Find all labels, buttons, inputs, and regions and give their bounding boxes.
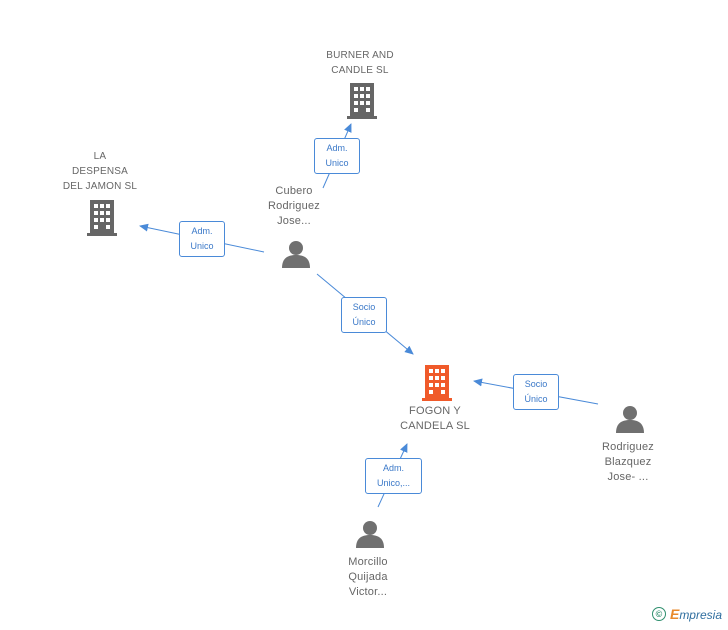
relation-label-cubero-despensa[interactable]: Adm. Unico [179,221,225,257]
relation-line: Unico [190,241,214,251]
relation-label-rodriguez-fogon[interactable]: Socio Único [513,374,559,410]
label-line: DESPENSA [71,166,129,177]
label-line: CANDLE SL [331,65,389,76]
building-icon[interactable] [87,200,117,236]
person-label-morcillo[interactable]: Morcillo Quijada Victor... [348,555,388,600]
relation-line: Adm. [191,226,213,236]
company-label-fogon[interactable]: FOGON Y CANDELA SL [400,404,470,434]
company-label-burner[interactable]: BURNER AND CANDLE SL [326,48,394,78]
relation-line: Socio [524,379,548,389]
relation-line: Único [524,394,548,404]
relation-line: Unico,... [376,478,410,488]
label-line: CANDELA SL [400,420,470,432]
relation-label-cubero-fogon[interactable]: Socio Único [341,297,387,333]
company-label-despensa[interactable]: LA DESPENSA DEL JAMON SL [63,149,137,194]
brand-name: Empresia [670,606,722,622]
label-line: Rodriguez [602,441,654,453]
building-icon[interactable] [347,83,377,119]
label-line: Blazquez [604,456,652,468]
person-icon[interactable] [281,240,311,268]
relation-label-cubero-burner[interactable]: Adm. Unico [314,138,360,174]
relation-line: Adm. [382,463,404,473]
relation-label-morcillo-fogon[interactable]: Adm. Unico,... [365,458,422,494]
person-icon[interactable] [355,520,385,548]
label-line: BURNER AND [326,50,394,61]
label-line: FOGON Y [409,405,461,417]
person-label-cubero[interactable]: Cubero Rodriguez Jose... [268,184,320,229]
relation-line: Unico [325,158,349,168]
empresia-logo: © Empresia [651,606,722,622]
building-icon[interactable] [422,365,452,401]
label-line: Jose- ... [607,471,649,483]
relation-line: Socio [352,302,376,312]
label-line: Rodriguez [268,200,320,212]
label-line: LA [93,151,107,162]
copyright-icon: © [651,607,666,621]
relation-line: Único [352,317,376,327]
label-line: Morcillo [348,556,388,568]
brand-name-rest: mpresia [679,608,722,622]
person-icon[interactable] [615,405,645,433]
label-line: Jose... [277,215,311,227]
label-line: Cubero [275,185,313,197]
brand-name-first-letter: E [669,606,680,622]
person-label-rodriguez[interactable]: Rodriguez Blazquez Jose- ... [602,440,654,485]
relation-line: Adm. [326,143,348,153]
label-line: Quijada [348,571,388,583]
label-line: Victor... [348,586,388,598]
label-line: DEL JAMON SL [62,181,138,192]
